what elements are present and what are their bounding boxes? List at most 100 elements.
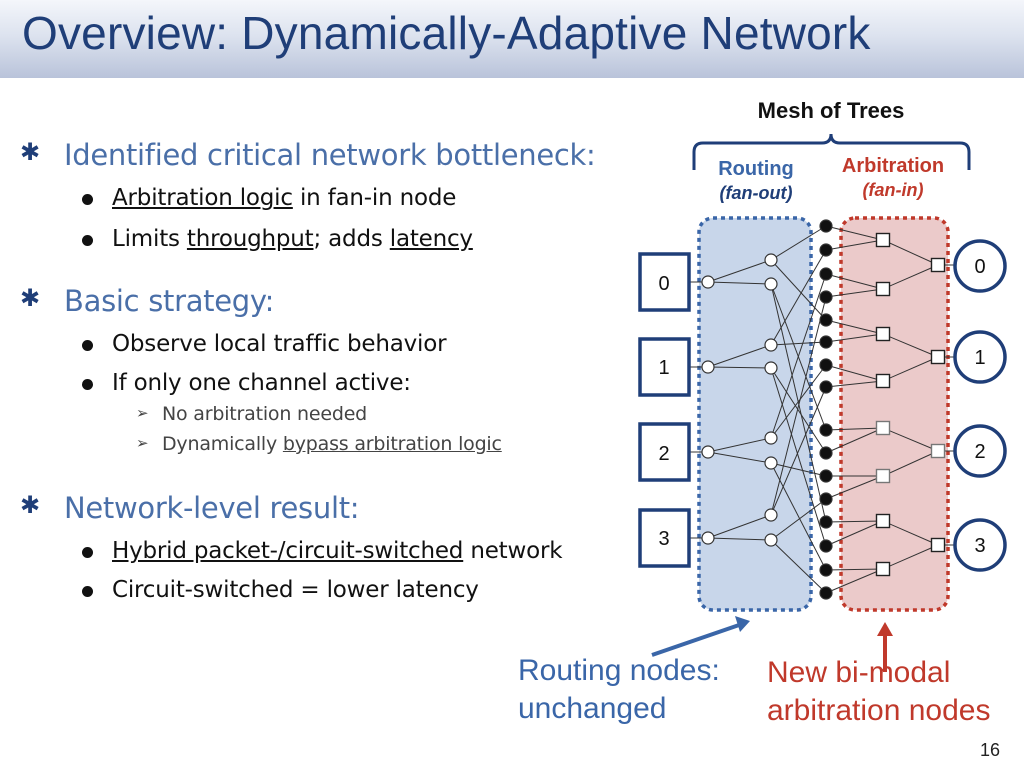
crossbar-wire (770, 386, 827, 516)
arbitration-nodes-note: New bi-modal arbitration nodes (767, 654, 990, 730)
arbitration-pointer-arrow (877, 622, 893, 672)
source-node-3: 3 (638, 508, 691, 568)
tree-wire (707, 514, 772, 539)
bullet-network-result: ✱ Network-level result: (20, 491, 360, 525)
crossbar-wire (770, 249, 827, 346)
bullet-text: Dynamically (162, 433, 283, 455)
crossbar-terminal-dot (819, 539, 833, 553)
crossbar-wire (770, 364, 827, 439)
arbitration-region (839, 216, 950, 612)
arbitration-sub-label: (fan-in) (863, 180, 924, 200)
bullet-text: ; adds (313, 226, 390, 252)
bullet-text: Limits (112, 226, 187, 252)
routing-leaf-node (764, 361, 778, 375)
fan-in-wire (882, 333, 939, 358)
tree-wire (707, 437, 772, 453)
asterisk-bullet-icon: ✱ (20, 491, 40, 519)
crossbar-terminal-dot (819, 423, 833, 437)
source-label: 0 (658, 273, 669, 295)
tree-wire (707, 451, 772, 464)
routing-label: Routing (718, 158, 794, 180)
arbitration-leaf-node (875, 420, 891, 436)
bullet-heading: Network-level result: (64, 491, 360, 525)
sub-bullet-observe: Observe local traffic behavior (82, 331, 447, 357)
crossbar-terminal-dot (819, 586, 833, 600)
routing-root-node (701, 445, 715, 459)
crossbar-terminal-dot (819, 492, 833, 506)
fan-in-wire (825, 520, 884, 523)
crossbar-wire (770, 259, 827, 321)
source-label: 3 (658, 528, 669, 550)
destination-node-3: 3 (953, 518, 1007, 572)
crossbar-wire (770, 341, 827, 346)
fan-in-wire (825, 520, 884, 547)
crossbar-terminal-dot (819, 219, 833, 233)
dot-bullet-icon (82, 547, 93, 558)
arbitration-leaf-node (875, 232, 891, 248)
crossbar-terminal-dot (819, 469, 833, 483)
arbitration-leaf-node (875, 513, 891, 529)
arbitration-root-node (930, 537, 946, 553)
sub-bullet-limits: Limits throughput; adds latency (82, 226, 473, 252)
destination-label: 2 (974, 441, 985, 463)
crossbar-terminal-dot (819, 446, 833, 460)
note-line: Routing nodes: (518, 654, 720, 687)
underlined-text: bypass arbitration logic (282, 433, 502, 455)
mesh-brace (692, 133, 971, 170)
routing-leaf-node (764, 338, 778, 352)
fan-in-wire (825, 225, 884, 241)
dot-bullet-icon (82, 194, 93, 205)
arbitration-root-node (930, 349, 946, 365)
underlined-text: Arbitration logic (112, 185, 293, 211)
arrow-bullet-icon: ➢ (136, 404, 149, 422)
fan-in-wire (825, 319, 884, 335)
tree-wire (707, 366, 772, 369)
crossbar-wire (770, 462, 827, 477)
routing-nodes-note: Routing nodes: unchanged (518, 652, 720, 728)
asterisk-bullet-icon: ✱ (20, 284, 40, 312)
tree-wire (707, 344, 772, 368)
crossbar-terminal-dot (819, 290, 833, 304)
arbitration-leaf-node (875, 281, 891, 297)
sub-sub-bullet-bypass: ➢ Dynamically bypass arbitration logic (136, 433, 502, 455)
tree-wire (707, 537, 772, 541)
fan-in-wire (825, 273, 884, 290)
fan-in-wire (825, 333, 884, 343)
crossbar-wire (770, 539, 827, 594)
bullet-basic-strategy: ✱ Basic strategy: (20, 284, 274, 318)
fan-in-wire (825, 568, 884, 594)
arbitration-root-node (930, 257, 946, 273)
fan-in-wire (825, 364, 884, 382)
crossbar-terminal-dot (819, 358, 833, 372)
fan-in-wire (825, 380, 884, 388)
fan-in-wire (825, 427, 884, 431)
dot-bullet-icon (82, 379, 93, 390)
fan-in-wire (825, 288, 884, 298)
arrow-bullet-icon: ➢ (136, 434, 149, 452)
arbitration-leaf-node (875, 561, 891, 577)
routing-pointer-arrow (651, 616, 750, 657)
crossbar-wire (770, 367, 827, 547)
destination-label: 0 (974, 256, 985, 278)
routing-leaf-node (764, 277, 778, 291)
routing-sub-label: (fan-out) (720, 183, 793, 203)
crossbar-wire (770, 296, 827, 516)
fan-in-wire (882, 450, 939, 477)
tree-wire (707, 259, 772, 283)
network-nodes (701, 219, 946, 600)
crossbar-wire (770, 462, 827, 571)
underlined-text: latency (389, 226, 473, 252)
title-bar: Overview: Dynamically-Adaptive Network (0, 0, 1024, 78)
destination-node-1: 1 (953, 330, 1007, 384)
source-label: 2 (658, 443, 669, 465)
note-line: unchanged (518, 692, 667, 725)
arbitration-leaf-node (875, 373, 891, 389)
routing-leaf-node (764, 508, 778, 522)
bullet-text: in fan-in node (292, 185, 457, 211)
crossbar-wire (770, 498, 827, 541)
routing-region (697, 216, 813, 612)
arbitration-label: Arbitration (842, 155, 944, 177)
crossbar-terminal-dot (819, 515, 833, 529)
crossbar-terminal-dot (819, 267, 833, 281)
source-label: 1 (658, 357, 669, 379)
